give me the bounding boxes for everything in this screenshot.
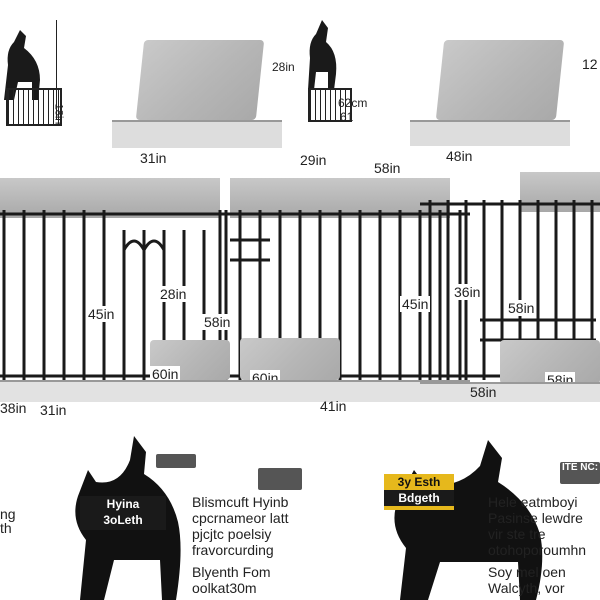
crate-left-base	[0, 380, 230, 402]
dim-top-right-side: 12	[582, 56, 598, 72]
dim-crate-right-depth: 58in	[506, 300, 537, 316]
right-line3: vir ste tre	[488, 526, 546, 542]
bottom-left-tag-line1: Hyina	[106, 497, 140, 511]
dim-mid-right-width: 48in	[446, 148, 473, 164]
center-line5: Blyenth Fom	[192, 564, 271, 580]
right-line6: Walcyth, vor	[488, 580, 565, 596]
crate-right-base	[420, 382, 600, 402]
bottom-left-tag-line2: 3oLeth	[103, 513, 143, 527]
dim-crate-right-inner-height: 36in	[452, 284, 483, 300]
dim-top-center-side: 62cm	[338, 96, 368, 110]
dim-cushion-left: 60in	[150, 366, 181, 382]
bottom-left-tag: Hyina 3oLeth	[80, 496, 166, 530]
top-left-cushion	[135, 40, 265, 120]
dim-crate-left-inner-height: 28in	[158, 286, 189, 302]
center-line4: fravorcurding	[192, 542, 274, 558]
cushion-edge-top-left	[112, 120, 282, 148]
crate-center-wire	[210, 210, 470, 380]
dim-crate-center-width: 41in	[320, 398, 347, 414]
bottom-right-badge: ITE NC:	[560, 462, 600, 484]
center-line2: cpcrnameor latt	[192, 510, 289, 526]
top-center-dog-silhouette	[300, 14, 344, 94]
top-center-mini-crate	[308, 88, 352, 122]
right-line1: Hele eatmboyi	[488, 494, 578, 510]
bottom-center-caption: Blismcuft Hyinb cpcrnameor latt pjcjtc p…	[192, 494, 362, 596]
dim-top-center-small: 28in	[272, 60, 295, 74]
dim-top-left-side: 18in	[52, 103, 65, 125]
center-line3: pjcjtc poelsiy	[192, 526, 272, 542]
top-left-mini-crate	[6, 88, 62, 126]
top-left-dog-silhouette	[0, 20, 48, 105]
bottom-right-tag-line1: 3y Esth	[397, 475, 441, 489]
dim-crate-right-height: 45in	[400, 296, 431, 312]
bottom-center-badge	[258, 468, 302, 490]
bottom-right-caption: Hele eatmboyi Pasinse lewdre vir ste tre…	[488, 494, 600, 596]
dim-mid-center-side: 58in	[374, 160, 401, 176]
dim-crate-left-bottom-depth: 38in	[0, 400, 27, 416]
dim-mid-left-width: 31in	[140, 150, 167, 166]
center-line6: oolkat30m	[192, 580, 257, 596]
dim-crate-left-height: 45in	[86, 306, 117, 322]
cushion-edge-top-center	[410, 120, 570, 146]
bottom-right-tag: 3y Esth Bdgeth	[384, 474, 454, 510]
center-line1: Blismcuft Hyinb	[192, 494, 289, 510]
bottom-left-text-a: ng	[0, 506, 16, 522]
dim-crate-left-depth: 58in	[202, 314, 233, 330]
right-line5: Soy mel oen	[488, 564, 566, 580]
bottom-right-dog-silhouette	[370, 430, 560, 600]
crate-center-base	[210, 380, 470, 402]
dim-crate-left-width: 31in	[40, 402, 67, 418]
dim-mid-center-width: 29in	[300, 152, 327, 168]
top-center-cushion	[435, 40, 565, 120]
dim-top-center-bottom: 61	[340, 110, 354, 124]
crate-left-tray	[0, 178, 220, 218]
bottom-left-badge	[156, 454, 196, 468]
bottom-left-text-b: th	[0, 520, 12, 536]
bottom-right-tag-line2: Bdgeth	[384, 490, 454, 506]
dim-line-top-left	[56, 20, 57, 120]
dim-crate-right-depth2: 58in	[470, 384, 497, 400]
right-line2: Pasinse lewdre	[488, 510, 583, 526]
right-line4: otohoporoumhn	[488, 542, 587, 558]
